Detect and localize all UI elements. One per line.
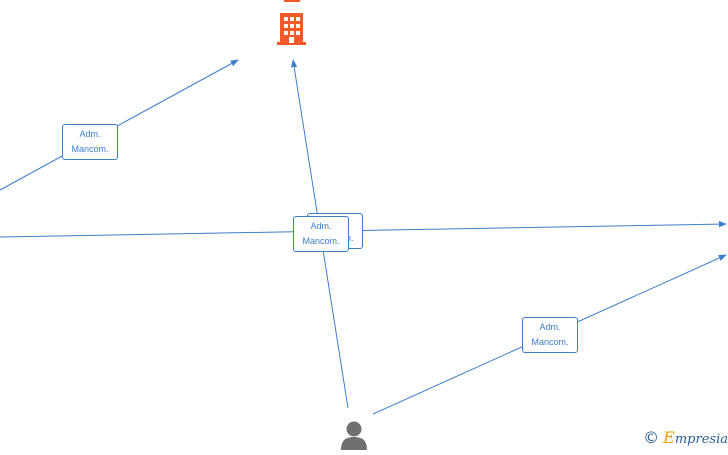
edge-label-adm-mancom: Adm.Mancom.: [62, 124, 118, 160]
edge-left-to-company: [0, 59, 239, 191]
person-node[interactable]: [339, 420, 369, 455]
edge-left-to-right: [0, 220, 727, 238]
copyright-icon: ©: [643, 428, 660, 447]
brand-logo: Empresia: [663, 428, 728, 447]
edge-label-adm-mancom-right: Adm.Mancom.: [522, 317, 578, 353]
empresia-watermark: © Empresia: [643, 428, 728, 447]
building-icon: [277, 13, 306, 45]
partial-node-top: [284, 0, 300, 2]
company-node[interactable]: [277, 13, 306, 50]
edge-label-adm-mancom-center: Adm.Mancom.: [293, 216, 349, 252]
person-icon: [341, 421, 367, 450]
